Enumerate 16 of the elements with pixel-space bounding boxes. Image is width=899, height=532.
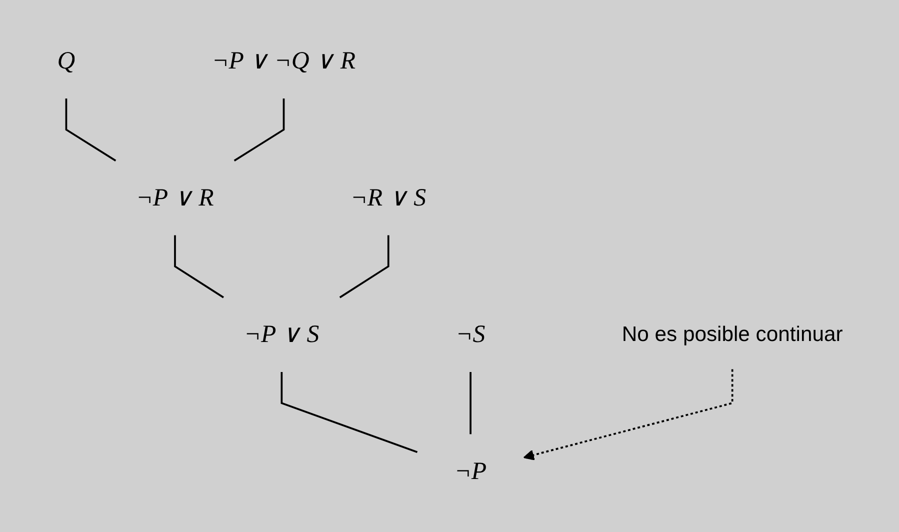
node-text: ¬P ∨ R bbox=[136, 184, 214, 212]
node-text: Q bbox=[56, 47, 75, 75]
arrow bbox=[522, 368, 733, 460]
resolution-tree-drawing: Q ¬P ∨ ¬Q ∨ R ¬P ∨ R ¬R ∨ S ¬P ∨ S ¬S ¬P No es posible continuar bbox=[10, 14, 890, 518]
connector bbox=[174, 234, 224, 298]
connector bbox=[64, 98, 116, 162]
connector bbox=[469, 372, 471, 434]
node-text: No es posible continuar bbox=[621, 322, 842, 346]
node-text: ¬R ∨ S bbox=[350, 184, 426, 212]
node-text: ¬S bbox=[455, 320, 485, 348]
connector bbox=[233, 98, 284, 162]
node-text: ¬P bbox=[454, 457, 486, 485]
node-text: ¬P ∨ ¬Q ∨ R bbox=[211, 47, 356, 75]
connector bbox=[280, 372, 418, 453]
node-text: ¬P ∨ S bbox=[244, 320, 319, 348]
connector bbox=[338, 234, 389, 298]
